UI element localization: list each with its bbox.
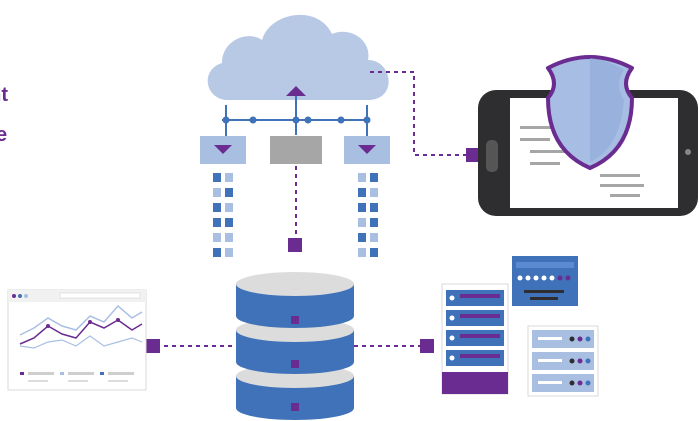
data-blocks-left — [213, 173, 233, 257]
line-chart-dashboard-icon — [7, 289, 147, 391]
connector-node — [288, 238, 302, 252]
server-panel-bottom — [527, 325, 599, 397]
headline: ent e — [0, 75, 60, 155]
headline-line-2: e — [0, 124, 8, 146]
database-icon — [236, 272, 354, 420]
data-blocks-right — [358, 173, 378, 257]
server-rack-icon — [441, 283, 509, 395]
cloud-icon — [207, 14, 389, 140]
server-panel-top — [512, 256, 578, 306]
cloud-nodes — [200, 136, 390, 164]
headline-line-1: ent — [0, 84, 8, 106]
shield-icon — [546, 55, 634, 170]
connector-cloud-phone — [370, 71, 468, 156]
